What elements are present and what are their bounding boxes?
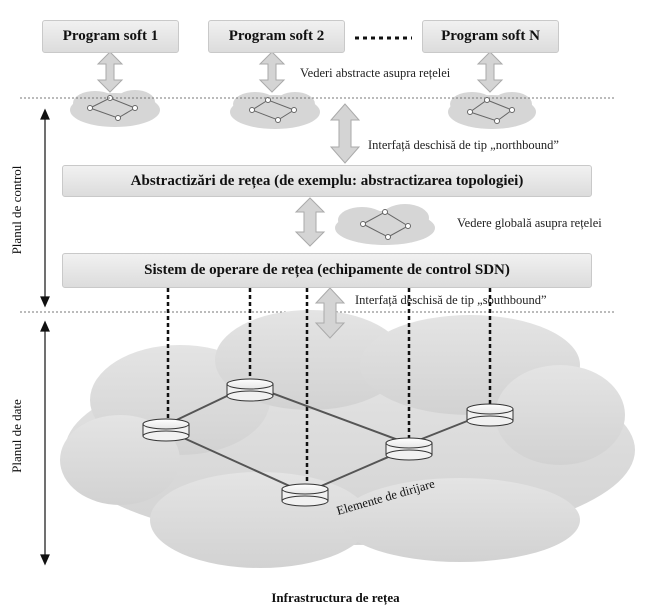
program-box-1: Program soft 1: [42, 20, 179, 53]
switch-icon: [466, 403, 514, 427]
switch-icon: [385, 437, 433, 461]
control-plane-label: Planul de control: [9, 165, 24, 255]
program-box-n: Program soft N: [422, 20, 559, 53]
global-view-label: Vedere globală asupra rețelei: [457, 216, 602, 230]
network-os-layer: Sistem de operare de rețea (echipamente …: [62, 253, 592, 288]
double-arrow-icon: [96, 51, 124, 93]
double-arrow-icon: [329, 103, 361, 164]
northbound-label: Interfață deschisă de tip „northbound”: [368, 138, 559, 152]
switch-icon: [142, 418, 190, 442]
mini-cloud-1: [70, 90, 160, 127]
switch-icon: [226, 378, 274, 402]
control-plane-arrow: [40, 108, 50, 308]
program-box-2: Program soft 2: [208, 20, 345, 53]
control-links: [166, 288, 492, 492]
abstractions-layer: Abstractizări de rețea (de exemplu: abst…: [62, 165, 592, 197]
switch-icon: [281, 483, 329, 507]
mini-cloud-2: [230, 92, 320, 129]
southbound-label: Interfață deschisă de tip „southbound”: [355, 293, 547, 307]
global-view-cloud: [335, 204, 435, 245]
double-arrow-icon: [258, 51, 286, 93]
data-plane-arrow: [40, 320, 50, 566]
abstract-views-label: Vederi abstracte asupra rețelei: [300, 66, 451, 80]
double-arrow-icon: [476, 51, 504, 93]
infrastructure-caption: Infrastructura de rețea: [271, 590, 400, 605]
double-arrow-icon: [294, 197, 326, 247]
double-arrow-icon: [314, 287, 346, 339]
data-plane-label: Planul de date: [9, 399, 24, 473]
